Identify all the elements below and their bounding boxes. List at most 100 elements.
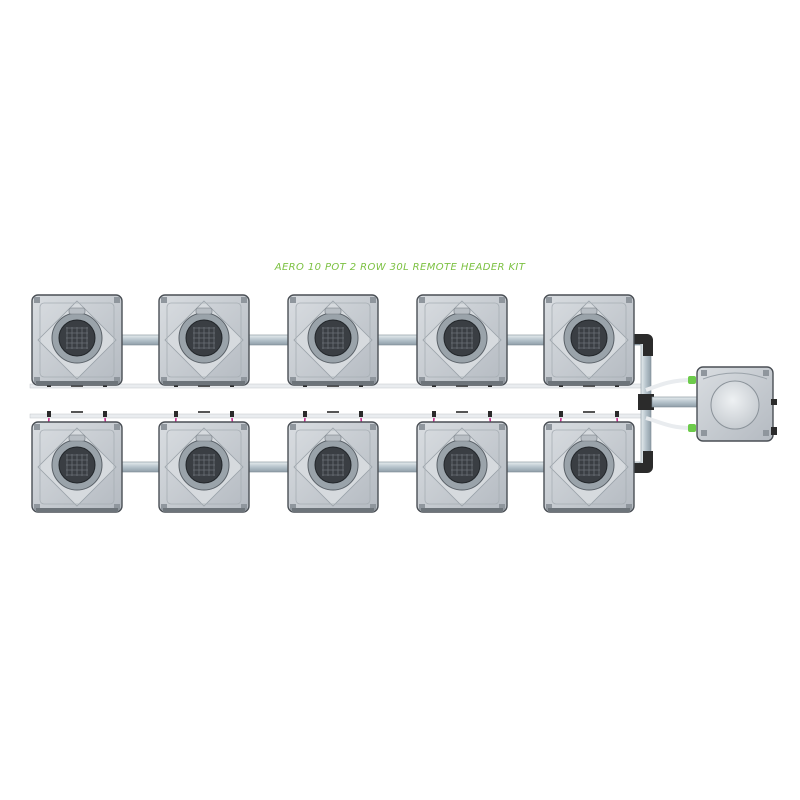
pot-corner: [241, 424, 247, 430]
pot-corner: [546, 504, 552, 510]
equals-mark: [583, 385, 595, 387]
header-lid: [710, 380, 760, 430]
equals-mark: [456, 411, 468, 413]
pot-tab: [195, 434, 213, 442]
pot-8: [287, 421, 379, 513]
pot-tab: [324, 434, 342, 442]
pot-corner: [290, 424, 296, 430]
pot-corner: [114, 297, 120, 303]
pot-corner: [290, 377, 296, 383]
equals-mark: [198, 385, 210, 387]
pot-tab: [580, 307, 598, 315]
pot-corner: [34, 424, 40, 430]
pot-corner: [546, 297, 552, 303]
feed-line-lower: [29, 413, 643, 419]
pot-inner-rim: [39, 302, 115, 378]
pot-corner: [241, 297, 247, 303]
tee-fitting: [638, 394, 654, 410]
pot-corner: [161, 424, 167, 430]
pots-layer: [31, 294, 635, 513]
pot-corner: [161, 377, 167, 383]
header-corner: [701, 430, 707, 436]
pot-inner-rim: [424, 429, 500, 505]
elbow-bottom: [633, 451, 653, 473]
pot-corner: [370, 297, 376, 303]
connector-mark: [432, 411, 436, 417]
connector-mark: [615, 411, 619, 417]
pot-tab: [68, 307, 86, 315]
pot-inner-rim: [39, 429, 115, 505]
pot-corner: [419, 504, 425, 510]
elbow-top: [633, 334, 653, 356]
return-hose-upper: [645, 378, 693, 392]
pot-corner: [161, 297, 167, 303]
pot-corner: [290, 504, 296, 510]
connector-mark: [488, 411, 492, 417]
pot-corner: [114, 377, 120, 383]
pot-base: [163, 381, 245, 385]
pot-inner-rim: [551, 302, 627, 378]
pot-corner: [499, 297, 505, 303]
pot-corner: [499, 424, 505, 430]
pot-corner: [419, 377, 425, 383]
pot-corner: [370, 424, 376, 430]
pot-corner: [241, 504, 247, 510]
header-corner: [763, 370, 769, 376]
pot-tab: [453, 307, 471, 315]
equals-mark: [71, 385, 83, 387]
pot-10: [543, 421, 635, 513]
equals-mark: [71, 411, 83, 413]
pot-corner: [290, 297, 296, 303]
pot-base: [421, 381, 503, 385]
pot-2: [158, 294, 250, 386]
pot-inner-rim: [295, 302, 371, 378]
return-hose-lower: [645, 416, 693, 430]
header-rim: [702, 372, 768, 380]
pot-corner: [546, 424, 552, 430]
equals-mark: [327, 385, 339, 387]
pot-corner: [626, 297, 632, 303]
header-layer: [696, 366, 777, 442]
pot-corner: [114, 504, 120, 510]
equals-mark: [327, 411, 339, 413]
connector-mark: [359, 411, 363, 417]
pot-base: [421, 508, 503, 512]
connector-mark: [230, 411, 234, 417]
pot-inner-rim: [424, 302, 500, 378]
pot-base: [548, 381, 630, 385]
pot-base: [292, 508, 374, 512]
pot-inner-rim: [166, 429, 242, 505]
connector-mark: [174, 411, 178, 417]
pot-corner: [161, 504, 167, 510]
pot-4: [416, 294, 508, 386]
connector-mark: [103, 411, 107, 417]
pot-corner: [499, 504, 505, 510]
header-corner: [701, 370, 707, 376]
pot-inner-rim: [166, 302, 242, 378]
kit-title: AERO 10 POT 2 ROW 30L REMOTE HEADER KIT: [274, 262, 526, 273]
pot-corner: [546, 377, 552, 383]
pot-corner: [114, 424, 120, 430]
pot-tab: [195, 307, 213, 315]
pot-7: [158, 421, 250, 513]
header-outlet-bottom: [771, 427, 777, 435]
pot-corner: [626, 424, 632, 430]
pot-corner: [370, 504, 376, 510]
header-corner: [763, 430, 769, 436]
green-fitting-upper: [688, 376, 696, 384]
pot-corner: [34, 504, 40, 510]
pot-corner: [626, 377, 632, 383]
connector-mark: [47, 411, 51, 417]
pot-corner: [370, 377, 376, 383]
pot-corner: [419, 297, 425, 303]
equals-mark: [456, 385, 468, 387]
pot-base: [36, 508, 118, 512]
pot-base: [292, 381, 374, 385]
pot-corner: [241, 377, 247, 383]
pot-corner: [34, 297, 40, 303]
pot-tab: [68, 434, 86, 442]
pot-inner-rim: [295, 429, 371, 505]
pot-inner-rim: [551, 429, 627, 505]
